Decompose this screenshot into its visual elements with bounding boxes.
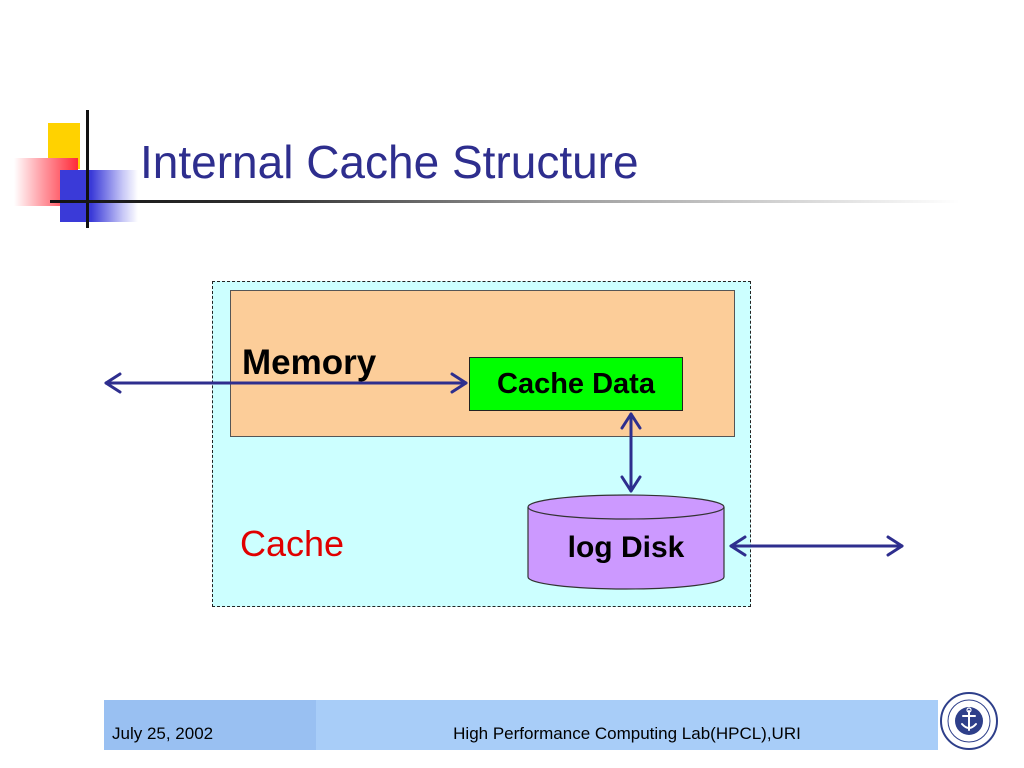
title-decoration-vertical-line	[86, 110, 89, 228]
title-decoration-blue-square	[60, 170, 138, 222]
title-underline	[50, 200, 960, 203]
footer-date: July 25, 2002	[112, 724, 214, 743]
log-disk-cylinder	[527, 494, 725, 590]
footer-date-cell	[104, 700, 316, 750]
cache-disk-arrow	[620, 412, 642, 493]
disk-io-arrow	[729, 535, 904, 557]
university-seal-icon	[940, 692, 998, 750]
cache-label: Cache	[240, 523, 345, 564]
footer-lab-name: High Performance Computing Lab(HPCL),URI	[453, 724, 801, 743]
slide-title: Internal Cache Structure	[140, 136, 639, 188]
cache-data-box: Cache Data	[469, 357, 683, 411]
memory-io-arrow	[104, 372, 468, 394]
memory-label: Memory	[242, 343, 377, 382]
log-disk-label: log Disk	[567, 531, 685, 564]
